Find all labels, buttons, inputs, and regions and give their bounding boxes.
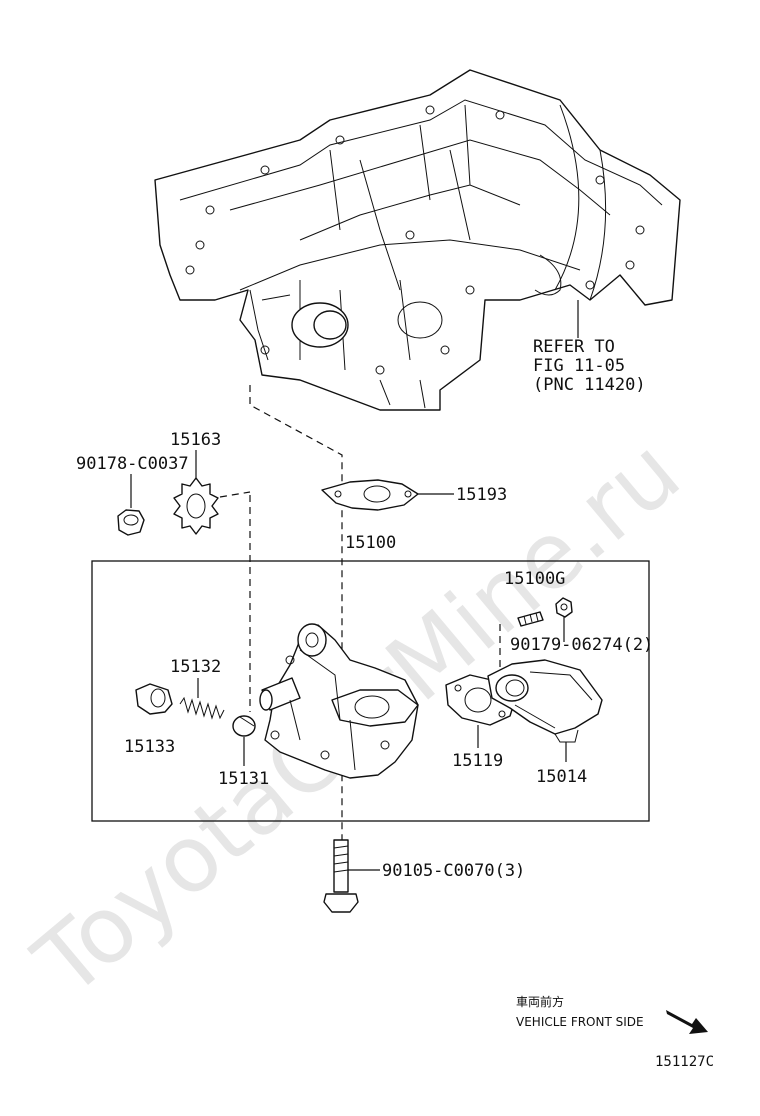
sprocket-15163 bbox=[173, 477, 219, 535]
assembly-15100-box bbox=[91, 560, 650, 822]
label-15100: 15100 bbox=[345, 533, 396, 553]
front-direction-arrow-icon bbox=[666, 1010, 708, 1034]
refer-note-line-1: REFER TO bbox=[533, 337, 615, 357]
nut-90179 bbox=[555, 597, 573, 618]
oil-pan-illustration bbox=[154, 69, 681, 411]
relief-valve-15131 bbox=[232, 715, 256, 737]
refer-note-line-3: (PNC 11420) bbox=[533, 375, 646, 395]
oil-strainer-15014 bbox=[487, 659, 603, 743]
vehicle-front-en: VEHICLE FRONT SIDE bbox=[516, 1015, 644, 1029]
nut-90178 bbox=[117, 509, 145, 536]
refer-note-line-2: FIG 11-05 bbox=[533, 356, 625, 376]
label-15133: 15133 bbox=[124, 737, 175, 757]
label-15100g: 15100G bbox=[504, 569, 565, 589]
label-90179-06274: 90179-06274(2) bbox=[510, 635, 653, 655]
label-15014: 15014 bbox=[536, 767, 587, 787]
spring-15132 bbox=[179, 696, 225, 720]
plug-15133 bbox=[135, 683, 173, 715]
gasket-15193 bbox=[321, 479, 419, 511]
label-15163: 15163 bbox=[170, 430, 221, 450]
label-15119: 15119 bbox=[452, 751, 503, 771]
oil-pump-body-15100 bbox=[259, 623, 419, 779]
label-90105-c0070: 90105-C0070(3) bbox=[382, 861, 525, 881]
bolt-90105 bbox=[323, 839, 359, 913]
stud-15100g bbox=[517, 611, 544, 627]
label-15132: 15132 bbox=[170, 657, 221, 677]
label-15193: 15193 bbox=[456, 485, 507, 505]
vehicle-front-jp: 車両前方 bbox=[516, 994, 564, 1009]
label-15131: 15131 bbox=[218, 769, 269, 789]
label-90178-c0037: 90178-C0037 bbox=[76, 454, 189, 474]
figure-id: 151127C bbox=[655, 1054, 714, 1070]
